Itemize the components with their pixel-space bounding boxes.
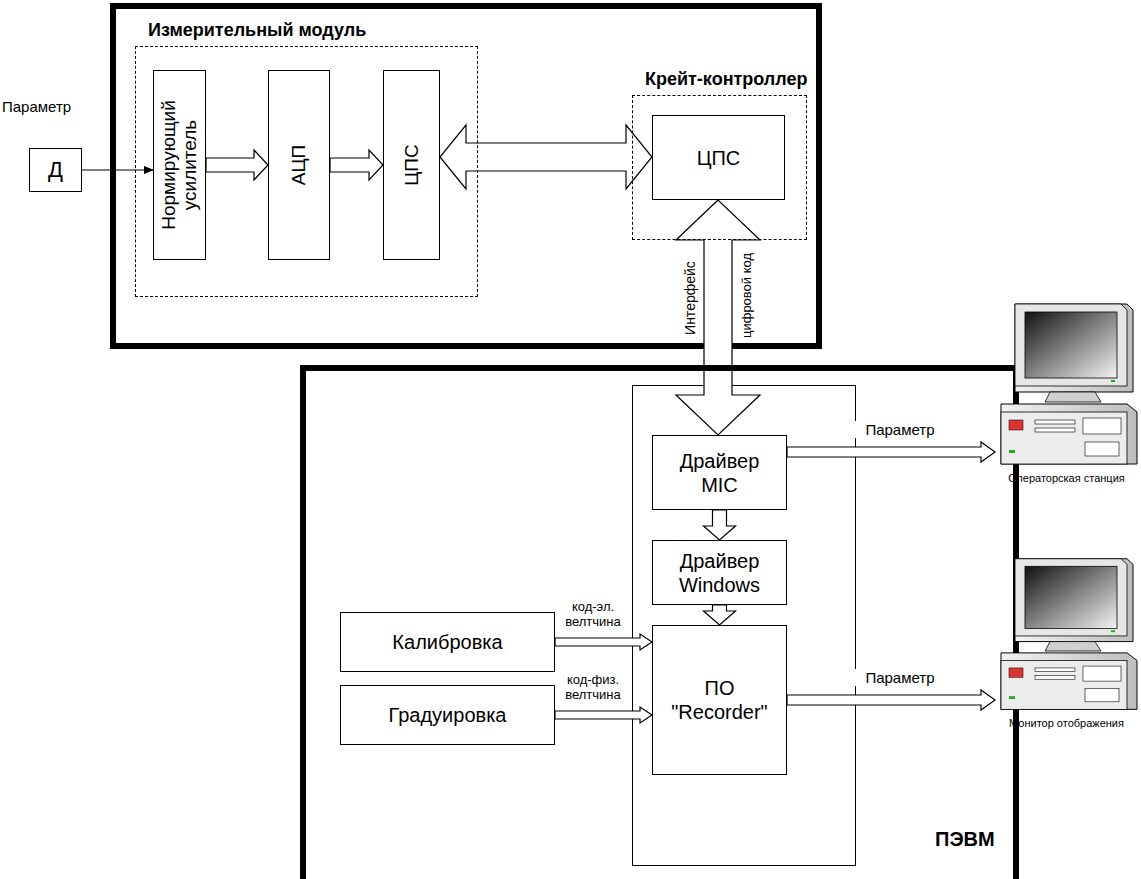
box-text: ПЭВМ: [935, 828, 995, 851]
calibration-box: Калибровка: [340, 612, 555, 672]
input-label: Параметр: [2, 98, 71, 115]
edge-label: код-эл. велтчина: [560, 600, 626, 630]
dsp-box: ЦПС: [652, 115, 785, 200]
sensor-box: Д: [29, 148, 82, 192]
amplifier-box: Нормирующий усилитель: [153, 70, 206, 260]
bus-arrow: [787, 690, 995, 710]
box-text: Д: [48, 157, 63, 183]
bus-arrow: [787, 442, 995, 462]
edge-label: Параметр: [850, 421, 950, 438]
edge-label: Параметр: [850, 669, 950, 686]
driver-box: Драйвер MIC: [652, 435, 787, 510]
box-text: Калибровка: [392, 630, 502, 654]
icon-caption: Монитор отображения: [995, 717, 1138, 729]
workstation-icon: Операторская станция: [995, 300, 1138, 495]
box-text: Драйвер Windows: [671, 549, 768, 597]
signal-arrow: [82, 169, 153, 170]
monitor-icon: Монитор отображения: [995, 555, 1138, 740]
bus-arrow: [704, 510, 736, 540]
module-group: Измерительный модульНормирующий усилител…: [135, 46, 478, 297]
box-text: ПО "Recorder": [671, 676, 768, 724]
computer-frame: ПЭВМ Драйвер MIC Драйвер Windows ПО "Record…: [300, 365, 1019, 879]
interface-label: Интерфейс: [682, 261, 698, 335]
icon-caption: Операторская станция: [995, 472, 1138, 484]
bus-arrow: [206, 150, 268, 180]
group-title: Крейт-контроллер: [645, 69, 808, 90]
bus-arrow: [555, 634, 652, 650]
box-text: АЦП: [289, 76, 310, 254]
bus-arrow: [676, 200, 760, 435]
graduation-box: Градуировка: [340, 685, 555, 745]
bus-arrow: [704, 605, 736, 625]
bus-arrow: [555, 707, 652, 723]
driver-box: Драйвер Windows: [652, 540, 787, 605]
box-text: ЦПС: [697, 146, 741, 170]
box-text: Нормирующий усилитель: [159, 76, 201, 254]
crate-group: Крейт-контроллерЦПС: [632, 95, 807, 240]
bus-arrow: [440, 125, 652, 189]
software-box: ПО "Recorder": [652, 625, 787, 775]
edge-label: код-физ. велтчина: [560, 673, 626, 703]
box-text: Драйвер MIC: [671, 449, 768, 497]
box-text: Градуировка: [389, 703, 507, 727]
dsp-box: ЦПС: [383, 70, 440, 260]
box-text: ЦПС: [401, 76, 422, 254]
adc-box: АЦП: [268, 70, 330, 260]
group-title: Измерительный модуль: [148, 20, 366, 41]
code-label: цифровой код: [740, 253, 755, 338]
bus-arrow: [330, 150, 383, 180]
